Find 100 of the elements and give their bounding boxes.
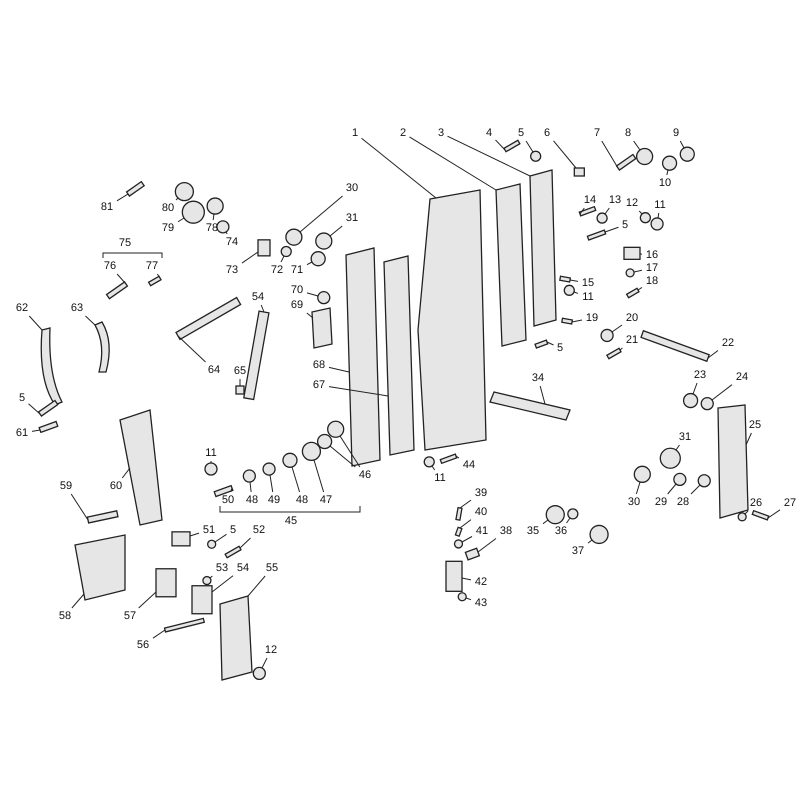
leader-line: [262, 658, 268, 668]
callout-number: 47: [320, 494, 332, 506]
callout-number: 20: [626, 312, 638, 324]
callout-number: 7: [594, 127, 600, 139]
leader-line: [620, 348, 623, 350]
round-part: [636, 148, 654, 166]
leader-line: [574, 292, 578, 294]
callout-number: 27: [784, 497, 796, 509]
leader-line: [460, 519, 472, 528]
rod-part: [454, 526, 463, 538]
callout-number: 36: [554, 525, 568, 537]
leader-line: [340, 436, 360, 468]
callout-number: 70: [290, 284, 304, 296]
callout-number: 12: [264, 644, 278, 656]
callout-number: 81: [100, 201, 114, 213]
round-part: [207, 540, 216, 549]
rod-part: [148, 275, 162, 287]
callout-number: 26: [750, 497, 762, 509]
leader-line: [84, 316, 96, 326]
leader-line: [712, 384, 732, 400]
leader-line: [122, 468, 130, 478]
rod-part: [578, 206, 597, 217]
callout-number: 80: [162, 202, 174, 214]
callout-number: 16: [646, 249, 658, 261]
callout-number: 73: [226, 264, 238, 276]
callout-number: 31: [346, 212, 358, 224]
callout-number: 1: [352, 127, 358, 139]
plate-part: [717, 404, 749, 519]
plate-part: [219, 595, 253, 681]
leader-line: [638, 286, 642, 290]
round-part: [174, 182, 194, 202]
round-part: [280, 246, 292, 258]
callout-number: 53: [216, 562, 228, 574]
round-part: [634, 466, 651, 483]
leader-line: [768, 509, 780, 518]
round-part: [640, 212, 652, 224]
plate-part: [311, 307, 333, 349]
leader-line: [28, 316, 42, 330]
callout-number: 17: [646, 262, 658, 274]
leader-line: [572, 320, 582, 322]
leader-line: [178, 336, 206, 362]
rod-part: [439, 453, 458, 464]
leader-line: [214, 534, 227, 542]
leader-line: [580, 208, 585, 214]
leader-line: [636, 482, 640, 494]
round-part: [242, 469, 256, 483]
round-part: [316, 434, 332, 450]
callout-number: 50: [222, 494, 234, 506]
round-part: [204, 462, 218, 476]
leader-line: [328, 366, 350, 372]
round-part: [216, 220, 230, 234]
rod-part: [559, 276, 572, 283]
leader-line: [570, 280, 578, 282]
callout-number: 15: [582, 277, 594, 289]
round-part: [682, 392, 698, 408]
callout-number: 58: [58, 610, 72, 622]
leader-line: [300, 196, 344, 232]
round-part: [673, 472, 686, 486]
leader-line: [178, 218, 184, 222]
round-part: [662, 156, 678, 171]
rod-part: [534, 339, 549, 349]
leader-line: [270, 474, 274, 492]
callout-number: 48: [296, 494, 308, 506]
leader-line: [658, 212, 660, 218]
callout-number: 43: [474, 597, 488, 609]
leader-line: [330, 226, 343, 236]
rod-part: [626, 287, 640, 299]
rod-part: [455, 506, 463, 521]
leader-line: [212, 575, 234, 592]
leader-line: [260, 304, 264, 312]
callout-number: 2: [400, 127, 406, 139]
plate-part: [74, 534, 126, 601]
callout-number: 42: [474, 576, 488, 588]
leader-line: [32, 430, 40, 432]
leader-line: [588, 540, 592, 544]
leader-line: [242, 252, 258, 264]
leader-line: [526, 140, 534, 152]
callout-number: 11: [582, 291, 594, 303]
leader-line: [676, 444, 680, 450]
round-part: [564, 284, 575, 296]
callout-number: 11: [434, 472, 446, 484]
round-part: [182, 200, 205, 224]
leader-line: [250, 482, 252, 492]
callout-number: 12: [626, 197, 638, 209]
plate-part: [191, 585, 213, 614]
leader-line: [456, 456, 460, 459]
callout-number: 21: [626, 334, 638, 346]
callout-number: 14: [584, 194, 596, 206]
leader-line: [306, 312, 314, 318]
leader-line: [604, 226, 619, 232]
rod-part: [164, 618, 206, 633]
callout-number: 57: [124, 610, 136, 622]
callout-number: 48: [246, 494, 258, 506]
leader-line: [466, 598, 472, 600]
round-part: [302, 442, 322, 462]
leader-line: [280, 256, 284, 262]
round-part: [530, 150, 542, 162]
callout-number: 5: [18, 392, 26, 404]
round-part: [262, 462, 276, 476]
rod-part: [38, 400, 59, 417]
